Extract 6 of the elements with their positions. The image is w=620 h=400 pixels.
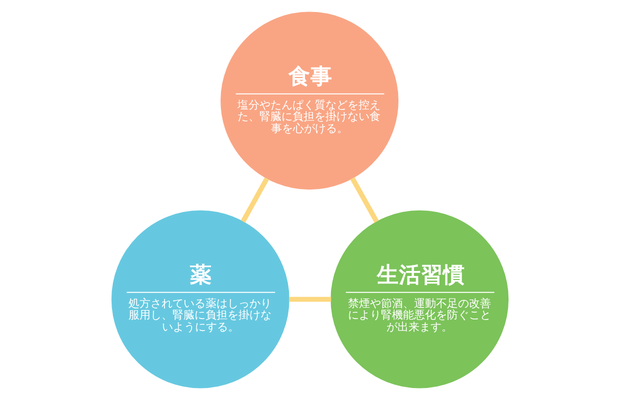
node-circle: 食事 塩分やたんぱく質などを控えた、腎臓に負担を掛けない食事を心がける。 (220, 12, 398, 190)
connector (289, 296, 332, 302)
connector (240, 177, 269, 223)
node-circle: 薬 処方されている薬はしっかり服用し、腎臓に負担を掛けないようにする。 (111, 210, 290, 388)
node-circle: 生活習慣 禁煙や節酒、運動不足の改善により腎機能悪化を防ぐことが出来ます。 (330, 210, 509, 388)
connector (350, 177, 379, 223)
